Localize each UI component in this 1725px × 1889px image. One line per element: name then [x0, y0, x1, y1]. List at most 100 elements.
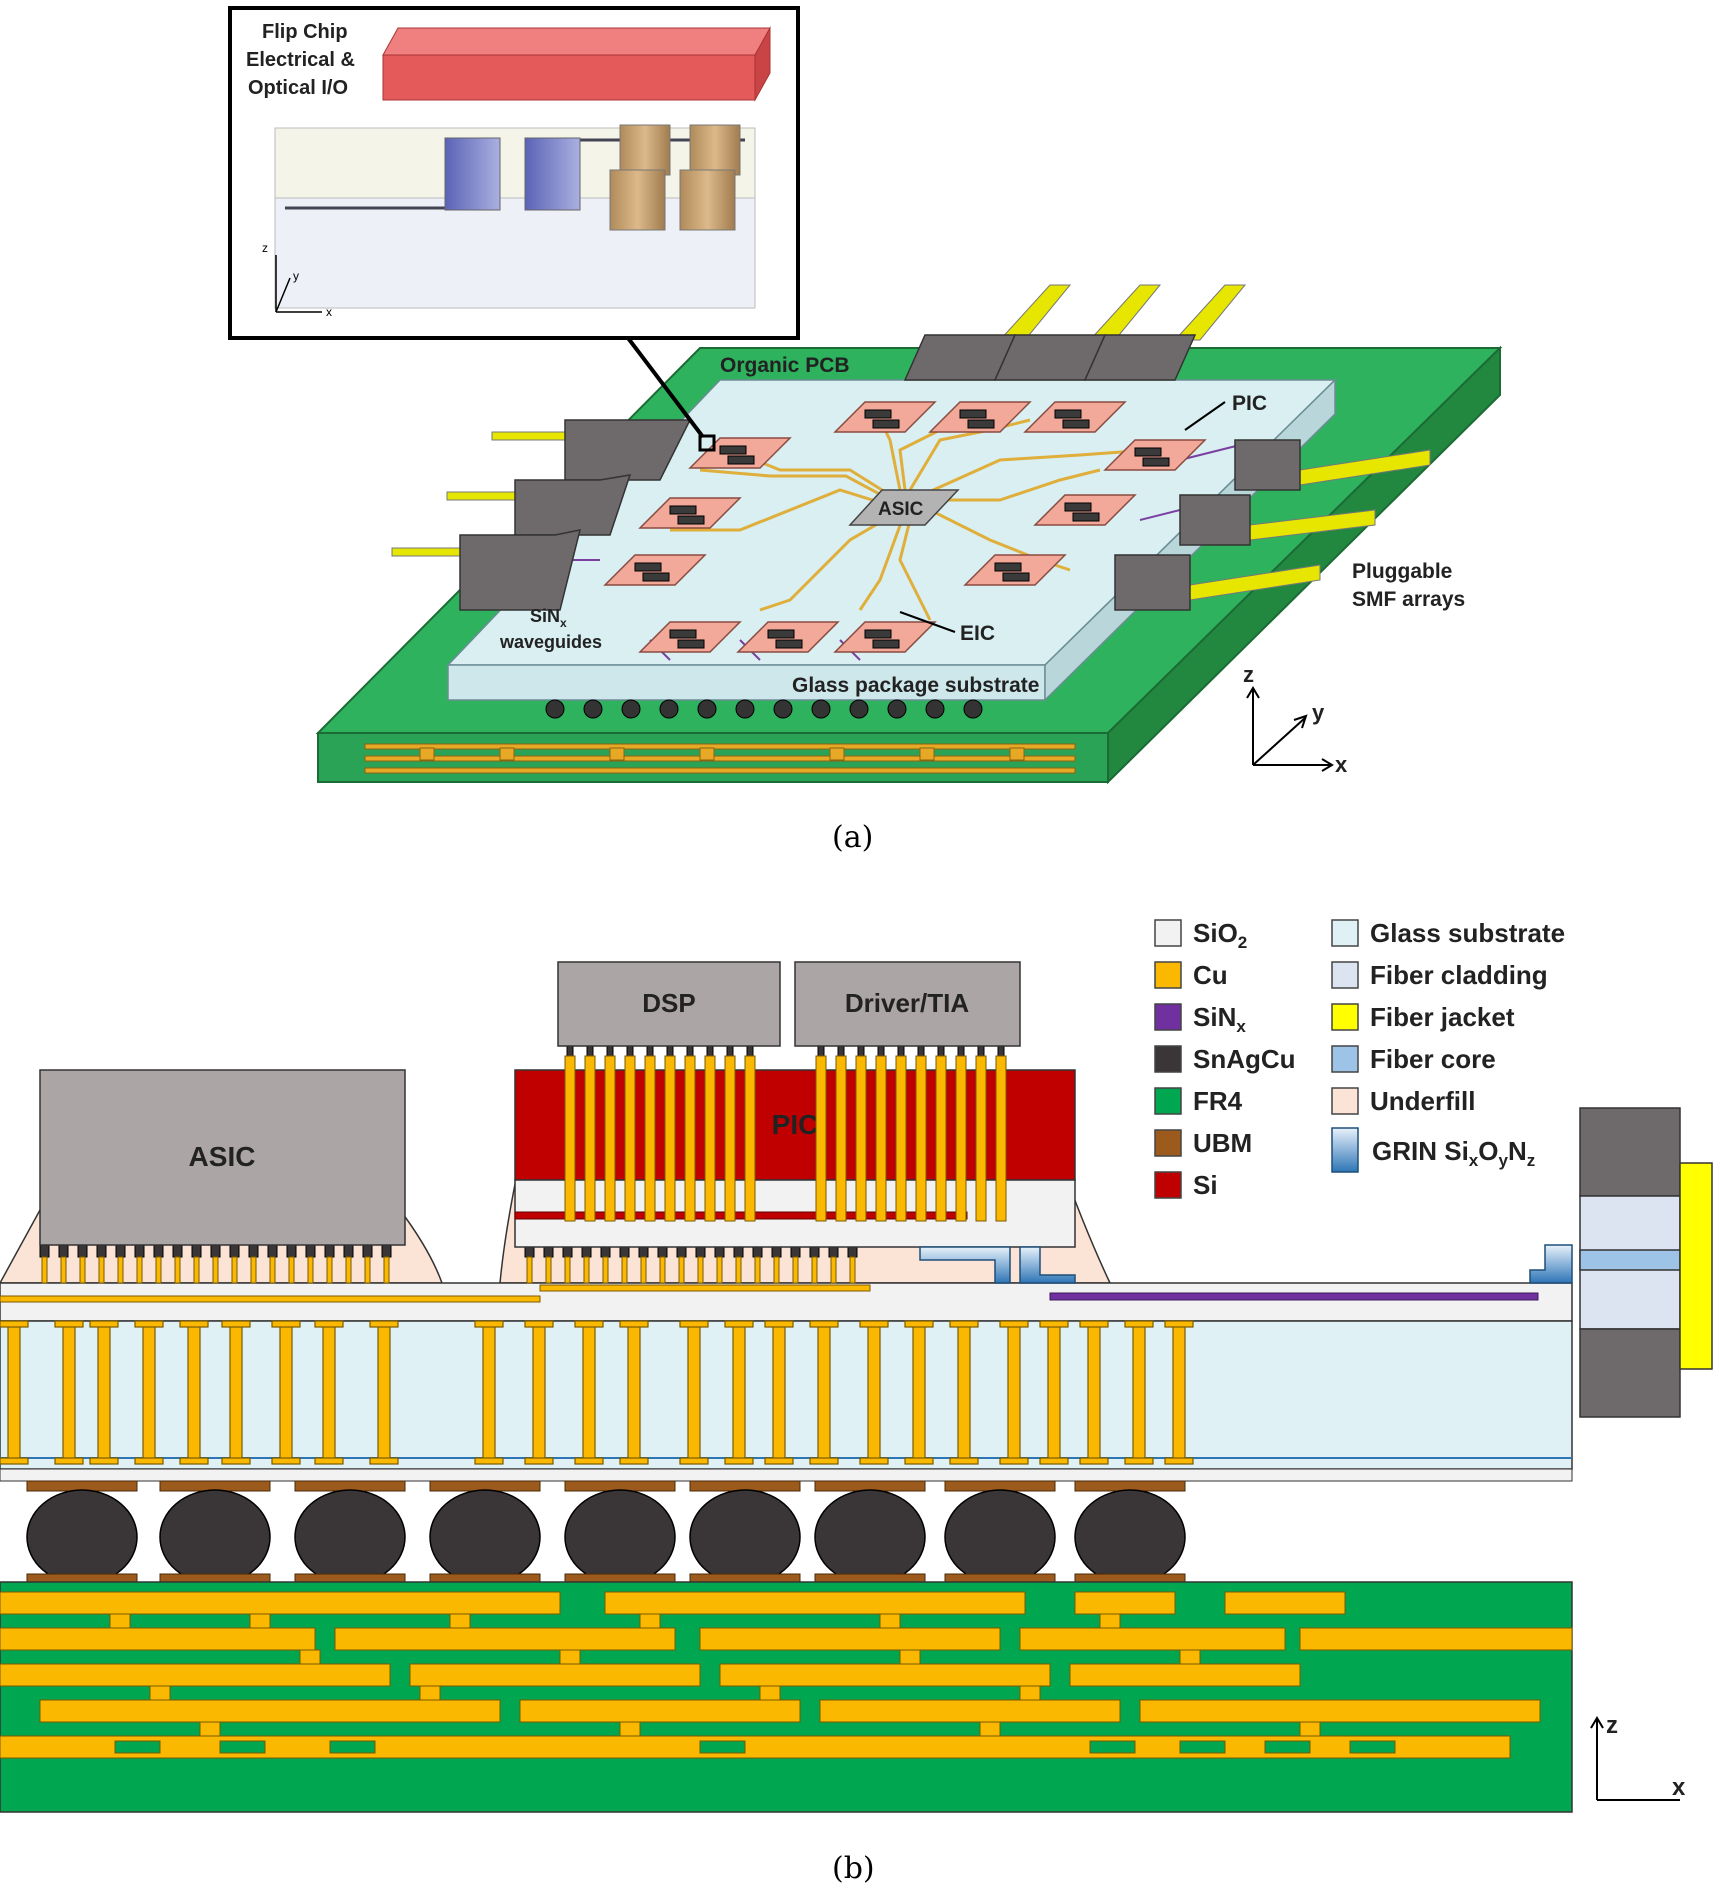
- tsv-bump: [937, 1045, 945, 1057]
- solder-ball: [429, 1489, 541, 1585]
- through-glass-via: [817, 1322, 831, 1464]
- legend-label: SiNx: [1193, 1002, 1246, 1036]
- through-silicon-via: [744, 1055, 756, 1222]
- fr4-board: [0, 1581, 1573, 1813]
- tsv-bump: [897, 1045, 905, 1057]
- panel-b: ASIC PIC DSP Driver/TIA: [0, 918, 1713, 1886]
- microbump-post: [79, 1256, 86, 1284]
- driver-tia-label: Driver/TIA: [845, 988, 969, 1018]
- eic-leader: [899, 611, 956, 633]
- through-silicon-via: [644, 1055, 656, 1222]
- through-silicon-via: [935, 1055, 947, 1222]
- dsp-die: DSP: [557, 961, 781, 1047]
- through-glass-via: [229, 1322, 243, 1464]
- via-cap-bottom: [949, 1457, 979, 1465]
- microbump: [172, 1244, 183, 1258]
- microbump: [324, 1244, 335, 1258]
- through-silicon-via: [664, 1055, 676, 1222]
- inset-axes: [275, 255, 322, 313]
- microbump: [619, 1246, 630, 1258]
- tsv-bump: [917, 1045, 925, 1057]
- microbump: [771, 1246, 782, 1258]
- microbump: [543, 1246, 554, 1258]
- microbump: [847, 1246, 858, 1258]
- microbump: [134, 1244, 145, 1258]
- through-glass-via: [322, 1322, 336, 1464]
- tsv-bump: [606, 1045, 614, 1057]
- via-cap-bottom: [474, 1457, 504, 1465]
- microbump-post: [735, 1256, 742, 1284]
- microbump: [286, 1244, 297, 1258]
- tsv-bump: [626, 1045, 634, 1057]
- tsv-bump: [586, 1045, 594, 1057]
- microbump-post: [174, 1256, 181, 1284]
- microbump-post: [716, 1256, 723, 1284]
- microbump: [695, 1246, 706, 1258]
- axes-b: [1590, 1716, 1680, 1801]
- through-silicon-via: [815, 1055, 827, 1222]
- via-cap-bottom: [1164, 1457, 1194, 1465]
- through-glass-via: [1087, 1322, 1101, 1464]
- via-cap-bottom: [271, 1457, 301, 1465]
- legend-label: Fiber jacket: [1370, 1002, 1515, 1032]
- microbump-post: [345, 1256, 352, 1284]
- microbump-post: [697, 1256, 704, 1284]
- solder-ball: [944, 1489, 1056, 1585]
- tsv-bump: [706, 1045, 714, 1057]
- through-silicon-via: [855, 1055, 867, 1222]
- microbump-post: [326, 1256, 333, 1284]
- microbump: [229, 1244, 240, 1258]
- microbump-post: [98, 1256, 105, 1284]
- microbump-post: [117, 1256, 124, 1284]
- microbump-post: [602, 1256, 609, 1284]
- tsv-bump: [666, 1045, 674, 1057]
- tsv-bump: [997, 1045, 1005, 1057]
- microbump-post: [231, 1256, 238, 1284]
- pluggable-label-1: Pluggable: [1352, 560, 1452, 583]
- sinx-waveguide-b: [1049, 1292, 1539, 1301]
- via-cap-top: [764, 1320, 794, 1328]
- through-silicon-via: [975, 1055, 987, 1222]
- through-glass-via: [187, 1322, 201, 1464]
- through-silicon-via: [835, 1055, 847, 1222]
- via-cap-top: [949, 1320, 979, 1328]
- dsp-label: DSP: [642, 988, 695, 1018]
- inset-flip-chip: Flip Chip Electrical & Optical I/O z y x: [228, 6, 800, 340]
- microbump: [638, 1246, 649, 1258]
- through-silicon-via: [564, 1055, 576, 1222]
- pic-label-b: PIC: [772, 1109, 819, 1140]
- via-cap-bottom: [1079, 1457, 1109, 1465]
- inset-axis-z: z: [262, 241, 268, 255]
- solder-balls: [26, 1480, 1186, 1585]
- via-cap-top: [859, 1320, 889, 1328]
- microbump: [524, 1246, 535, 1258]
- microbump-post: [526, 1256, 533, 1284]
- microbump-post: [193, 1256, 200, 1284]
- legend-swatch: [1154, 1045, 1182, 1073]
- inset-axis-y: y: [293, 269, 299, 283]
- microbump-post: [792, 1256, 799, 1284]
- via-cap-bottom: [724, 1457, 754, 1465]
- through-glass-via: [1132, 1322, 1146, 1464]
- microbump-post: [307, 1256, 314, 1284]
- legend-label-grin: GRIN SixOyNz: [1372, 1136, 1535, 1170]
- via-cap-bottom: [524, 1457, 554, 1465]
- sinx-label: SiNx: [530, 606, 567, 630]
- solder-ball: [814, 1489, 926, 1585]
- through-silicon-via: [895, 1055, 907, 1222]
- via-cap-top: [134, 1320, 164, 1328]
- through-glass-via: [482, 1322, 496, 1464]
- pic-leader: [1184, 401, 1226, 431]
- tsv-bump: [566, 1045, 574, 1057]
- via-cap-top: [0, 1320, 29, 1328]
- microbump-post: [583, 1256, 590, 1284]
- via-cap-bottom: [619, 1457, 649, 1465]
- via-cap-top: [54, 1320, 84, 1328]
- microbump: [752, 1246, 763, 1258]
- microbump: [77, 1244, 88, 1258]
- via-cap-top: [524, 1320, 554, 1328]
- microbump: [676, 1246, 687, 1258]
- legend-swatch: [1154, 1129, 1182, 1157]
- legend-label: FR4: [1193, 1086, 1243, 1116]
